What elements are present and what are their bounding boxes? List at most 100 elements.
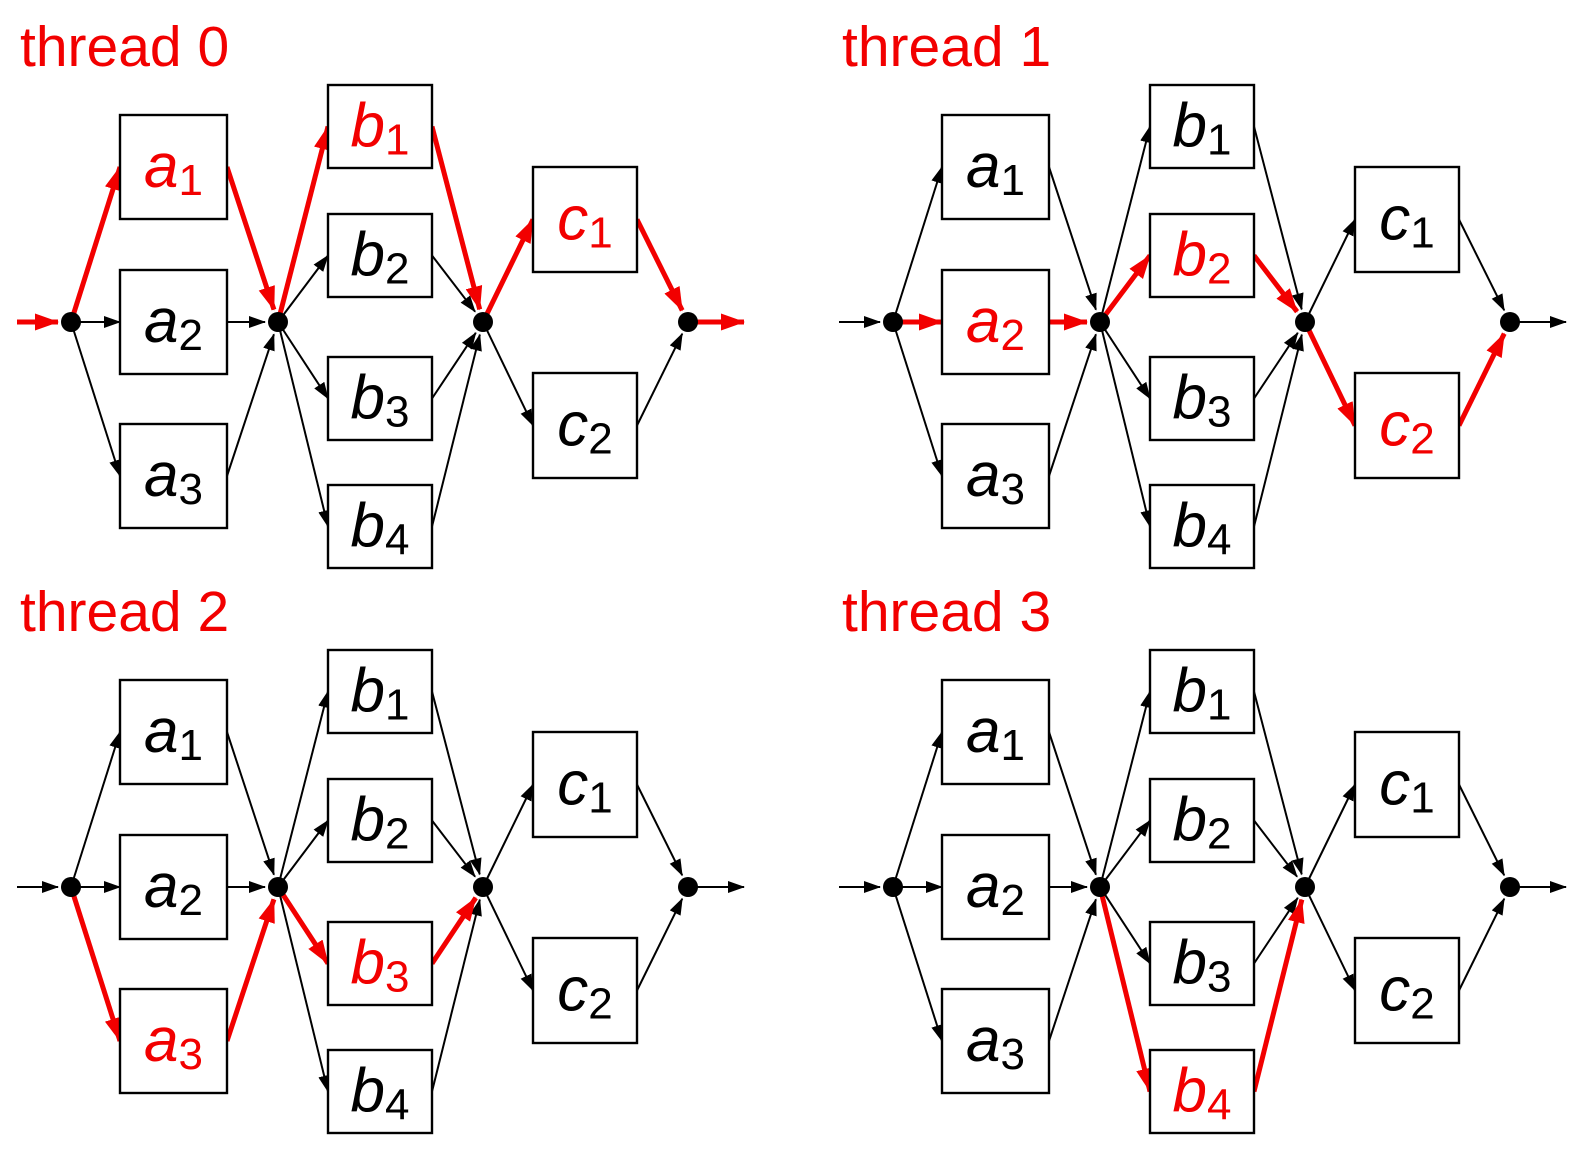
task-label-a1: a1 [966, 132, 1025, 205]
task-label-b4: b4 [351, 492, 410, 565]
junction-dot-1 [883, 877, 903, 897]
task-label-c1: c1 [1379, 185, 1434, 258]
edge-J3-c1 [480, 218, 536, 324]
edge-b3-J3 [1253, 331, 1299, 400]
task-box-b4 [1148, 1048, 1256, 1135]
edge-J2-b2 [277, 254, 329, 323]
edge-b4-J3 [1251, 898, 1305, 1093]
task-label-c2: c2 [1379, 956, 1434, 1029]
junction-dot-3 [1295, 877, 1315, 897]
task-box-a3 [118, 987, 229, 1095]
edge-J2-b1 [277, 690, 330, 888]
edge-J2-b1 [1099, 125, 1152, 323]
task-label-b2: b2 [1173, 221, 1232, 294]
edge-c1-J4 [634, 218, 685, 312]
edge-J2-b3 [277, 321, 329, 400]
task-box-c1 [1353, 730, 1461, 839]
task-label-b2: b2 [1173, 786, 1232, 859]
junction-dot-2 [1090, 312, 1110, 332]
task-label-b1: b1 [351, 92, 410, 165]
task-label-c2: c2 [1379, 391, 1434, 464]
edge-J2-b2 [1099, 819, 1151, 888]
task-box-b2 [1148, 777, 1256, 864]
task-box-b3 [326, 355, 434, 442]
edge-J3-c2 [482, 321, 534, 427]
task-label-c1: c1 [557, 185, 612, 258]
edge-J1-a1 [68, 166, 123, 323]
junction-dot-4 [1500, 312, 1520, 332]
edge-b3-J3 [1253, 896, 1299, 965]
panel-title: thread 1 [842, 15, 1051, 79]
task-box-b2 [326, 212, 434, 299]
task-box-a1 [940, 678, 1051, 786]
edge-a3-J2 [1048, 898, 1097, 1042]
edge-J1-a3 [68, 886, 123, 1042]
edge-a1-J2 [224, 166, 277, 311]
task-box-b1 [1148, 83, 1256, 170]
edge-J2-b4 [277, 886, 331, 1093]
edge-a3-J2 [1048, 333, 1097, 477]
task-box-b3 [1148, 920, 1256, 1007]
edge-c1-J4 [1458, 784, 1506, 877]
edge-J2-b1 [275, 125, 331, 323]
edge-b2-J3 [1252, 253, 1300, 314]
edge-J3-c1 [1304, 218, 1356, 323]
edge-J1-a1 [892, 731, 943, 888]
edge-J1-a3 [70, 321, 121, 477]
task-label-a2: a2 [966, 287, 1025, 360]
task-label-b1: b1 [1173, 657, 1232, 730]
task-box-a3 [118, 422, 229, 530]
task-label-b3: b3 [1173, 364, 1232, 437]
task-box-c2 [531, 936, 639, 1045]
edge-c1-J4 [1458, 219, 1506, 312]
task-box-c2 [1353, 371, 1461, 480]
edge-J2-b4 [277, 321, 331, 528]
edge-J3-c2 [1302, 320, 1358, 427]
edge-J1-a1 [70, 731, 121, 888]
edge-c2-J4 [636, 897, 684, 991]
edge-c1-J4 [636, 784, 684, 877]
panel-title: thread 3 [842, 580, 1051, 644]
edge-c2-J4 [1456, 332, 1507, 427]
edge-a1-J2 [1048, 166, 1097, 311]
junction-dot-1 [883, 312, 903, 332]
task-label-b1: b1 [351, 657, 410, 730]
task-box-a1 [118, 113, 229, 221]
junction-dot-4 [678, 312, 698, 332]
task-label-a3: a3 [144, 1006, 203, 1079]
edge-a1-J2 [226, 731, 275, 876]
edge-b3-J3 [429, 896, 478, 965]
task-label-a3: a3 [966, 1006, 1025, 1079]
task-box-c1 [531, 730, 639, 839]
task-box-c1 [531, 165, 639, 274]
task-box-a1 [940, 113, 1051, 221]
task-label-b2: b2 [351, 786, 410, 859]
task-label-b4: b4 [351, 1057, 410, 1130]
junction-dot-4 [678, 877, 698, 897]
task-box-a3 [940, 422, 1051, 530]
task-box-a1 [118, 678, 229, 786]
task-label-b4: b4 [1173, 492, 1232, 565]
task-label-a2: a2 [144, 852, 203, 925]
task-label-a3: a3 [966, 441, 1025, 514]
edge-J1-a3 [892, 321, 943, 477]
task-label-c1: c1 [1379, 750, 1434, 823]
edge-J2-b2 [277, 819, 329, 888]
edge-b2-J3 [1253, 819, 1298, 878]
task-box-b2 [326, 777, 434, 864]
edge-b4-J3 [431, 898, 482, 1092]
junction-dot-3 [473, 877, 493, 897]
task-box-b1 [326, 83, 434, 170]
junction-dot-1 [61, 877, 81, 897]
task-box-b1 [1148, 648, 1256, 735]
task-label-c2: c2 [557, 956, 612, 1029]
edge-b4-J3 [1253, 333, 1304, 527]
edge-J2-b4 [1097, 886, 1153, 1093]
task-label-b2: b2 [351, 221, 410, 294]
